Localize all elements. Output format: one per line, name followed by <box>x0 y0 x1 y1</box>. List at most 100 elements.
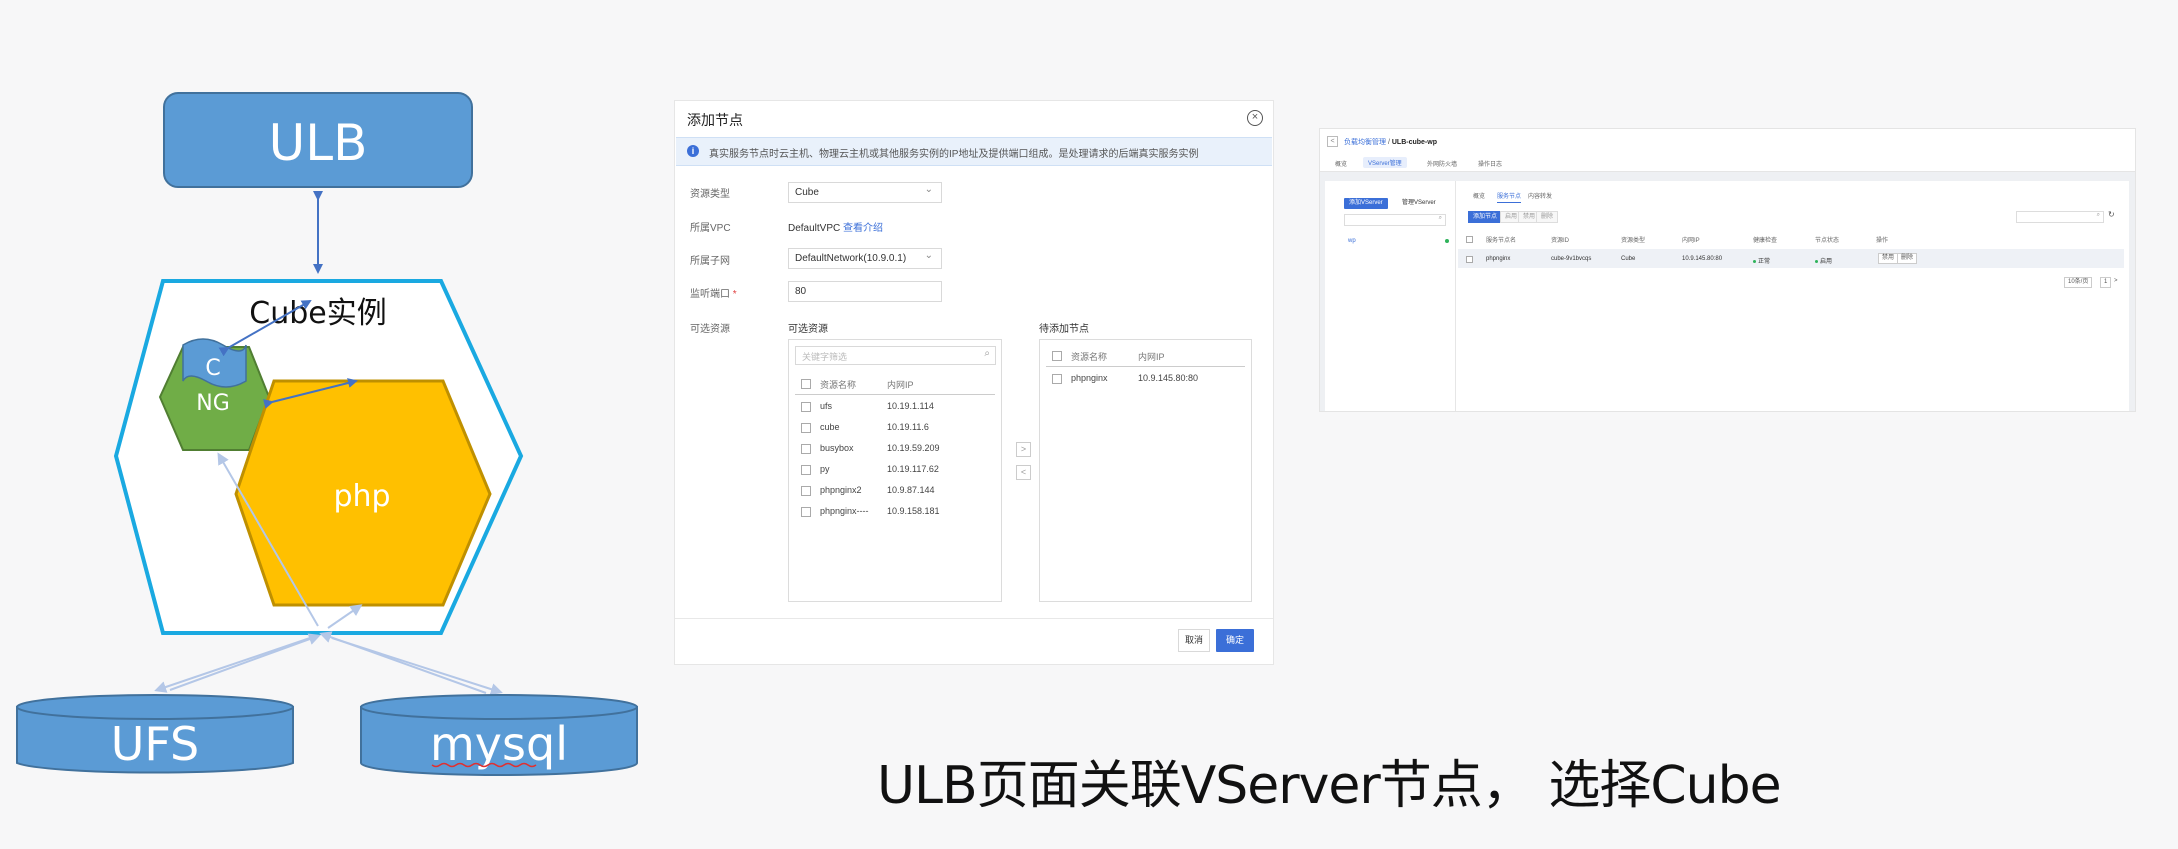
row-checkbox[interactable] <box>801 507 811 517</box>
ok-button[interactable]: 确定 <box>1216 629 1254 652</box>
resource-type-select[interactable]: Cube ⌄ <box>788 182 942 203</box>
port-label-text: 监听端口 <box>690 289 730 300</box>
cube-instance-label: Cube实例 <box>249 296 386 331</box>
available-search-input[interactable]: 关键字筛选 ⌕ <box>795 346 996 365</box>
next-page-button[interactable]: > <box>2111 277 2121 286</box>
ufs-hub-arrow <box>169 633 321 691</box>
row-checkbox[interactable] <box>801 465 811 475</box>
node-search-input[interactable]: ⌕ <box>2016 211 2104 223</box>
col-health: 健康检查 <box>1753 238 1778 244</box>
dialog-footer-divider <box>675 618 1273 619</box>
ufs-cylinder-top <box>16 694 294 720</box>
row-checkbox[interactable] <box>801 444 811 454</box>
tab-firewall[interactable]: 外网防火墙 <box>1427 162 1458 168</box>
tab-overview[interactable]: 概览 <box>1335 162 1348 168</box>
php-storage-line <box>327 604 363 629</box>
ufs-cylinder <box>16 706 294 774</box>
ng-storage-line <box>217 452 319 627</box>
vserver-search-input[interactable]: ⌕ <box>1344 214 1446 226</box>
row-checkbox[interactable] <box>1466 256 1473 263</box>
main-tabs: 概览 VServer管理 外网防火墙 操作日志 <box>1320 156 2135 172</box>
dialog-title: 添加节点 <box>687 112 743 128</box>
add-vserver-button[interactable]: 添加VServer <box>1344 198 1388 209</box>
search-icon: ⌕ <box>2096 212 2100 218</box>
vpc-value: DefaultVPC <box>788 223 841 234</box>
move-left-button[interactable]: < <box>1016 465 1031 480</box>
resource-type-value: Cube <box>795 187 819 198</box>
row-name: phpnginx <box>1486 256 1511 262</box>
subtab-forwarding[interactable]: 内容转发 <box>1528 194 1553 200</box>
info-icon: i <box>687 145 699 157</box>
vpc-value-row: DefaultVPC 查看介绍 <box>788 219 883 234</box>
chevron-down-icon: ⌄ <box>924 184 933 195</box>
refresh-icon[interactable]: ↻ <box>2108 210 2115 219</box>
subtab-nodes[interactable]: 服务节点 <box>1497 191 1522 203</box>
architecture-diagram: ULB Cube实例 NG C php UFS mysql <box>16 92 638 776</box>
select-all-checkbox[interactable] <box>1052 351 1062 361</box>
resource-name: phpnginx2 <box>820 485 862 495</box>
col-resource-type: 资源类型 <box>1621 238 1646 244</box>
info-text: 真实服务节点时云主机、物理云主机或其他服务实例的IP地址及提供端口组成。是处理请… <box>709 149 1199 160</box>
search-placeholder: 关键字筛选 <box>802 352 848 362</box>
resource-ip: 10.19.59.209 <box>887 443 940 453</box>
port-value: 80 <box>795 286 807 297</box>
pending-header: 资源名称 内网IP <box>1046 346 1245 367</box>
row-resource-id[interactable]: cube-9v1bvcqs <box>1551 256 1592 262</box>
available-title: 可选资源 <box>788 324 828 335</box>
back-button[interactable]: < <box>1327 136 1338 147</box>
page-number[interactable]: 1 <box>2100 277 2112 288</box>
vserver-sidebar: 添加VServer 管理VServer ⌕ wp <box>1325 181 1456 411</box>
row-checkbox[interactable] <box>801 402 811 412</box>
ng-label: NG <box>196 391 230 416</box>
row-checkbox[interactable] <box>801 423 811 433</box>
info-banner: i 真实服务节点时云主机、物理云主机或其他服务实例的IP地址及提供端口组成。是处… <box>676 137 1272 166</box>
col-node-name: 服务节点名 <box>1486 238 1517 244</box>
breadcrumb-parent[interactable]: 负载均衡管理 <box>1344 139 1386 146</box>
vpc-view-link[interactable]: 查看介绍 <box>843 223 884 234</box>
list-item[interactable]: phpnginx----10.9.158.181 <box>795 502 995 522</box>
list-item[interactable]: busybox 10.19.59.209 <box>795 439 995 459</box>
ulb-box <box>163 92 473 188</box>
port-input[interactable]: 80 <box>788 281 942 302</box>
page-size-select[interactable]: 10条/页 <box>2064 277 2093 288</box>
move-right-button[interactable]: > <box>1016 442 1031 457</box>
col-name: 资源名称 <box>1071 352 1108 362</box>
required-mark: * <box>732 289 737 300</box>
mysql-spellcheck-underline <box>431 762 537 768</box>
port-label: 监听端口 * <box>690 285 737 300</box>
ufs-label: UFS <box>111 717 200 771</box>
subnet-select[interactable]: DefaultNetwork(10.9.0.1) ⌄ <box>788 248 942 269</box>
row-checkbox[interactable] <box>801 486 811 496</box>
slide-caption: ULB页面关联VServer节点， 选择Cube <box>877 756 1782 816</box>
row-delete-button[interactable]: 删除 <box>1897 253 1918 264</box>
mysql-cylinder-top <box>360 694 638 720</box>
resource-ip: 10.9.145.80:80 <box>1138 373 1199 383</box>
manage-vserver-button[interactable]: 管理VServer <box>1402 200 1436 206</box>
row-health-text: 正常 <box>1758 259 1771 265</box>
select-all-checkbox[interactable] <box>1466 236 1473 243</box>
select-all-checkbox[interactable] <box>801 379 811 389</box>
add-node-button[interactable]: 添加节点 <box>1468 211 1503 223</box>
subtab-overview[interactable]: 概览 <box>1473 194 1486 200</box>
row-status-text: 启用 <box>1820 259 1833 265</box>
tab-vserver[interactable]: VServer管理 <box>1363 157 1407 168</box>
delete-button[interactable]: 删除 <box>1536 211 1559 223</box>
resource-name: busybox <box>820 443 854 453</box>
subnet-label: 所属子网 <box>690 256 730 267</box>
health-dot <box>1753 259 1756 263</box>
tab-logs[interactable]: 操作日志 <box>1478 162 1503 168</box>
vserver-card: 添加VServer 管理VServer ⌕ wp 概览 服务节点 内容转发 添加… <box>1325 181 2129 411</box>
resource-ip: 10.19.1.114 <box>887 401 934 411</box>
vserver-item[interactable]: wp <box>1348 238 1356 244</box>
close-icon[interactable]: × <box>1247 110 1263 126</box>
resource-name: py <box>820 464 830 474</box>
row-disable-button[interactable]: 禁用 <box>1878 253 1899 264</box>
vpc-label: 所属VPC <box>690 223 731 234</box>
row-checkbox[interactable] <box>1052 374 1062 384</box>
cancel-button[interactable]: 取消 <box>1178 629 1210 652</box>
